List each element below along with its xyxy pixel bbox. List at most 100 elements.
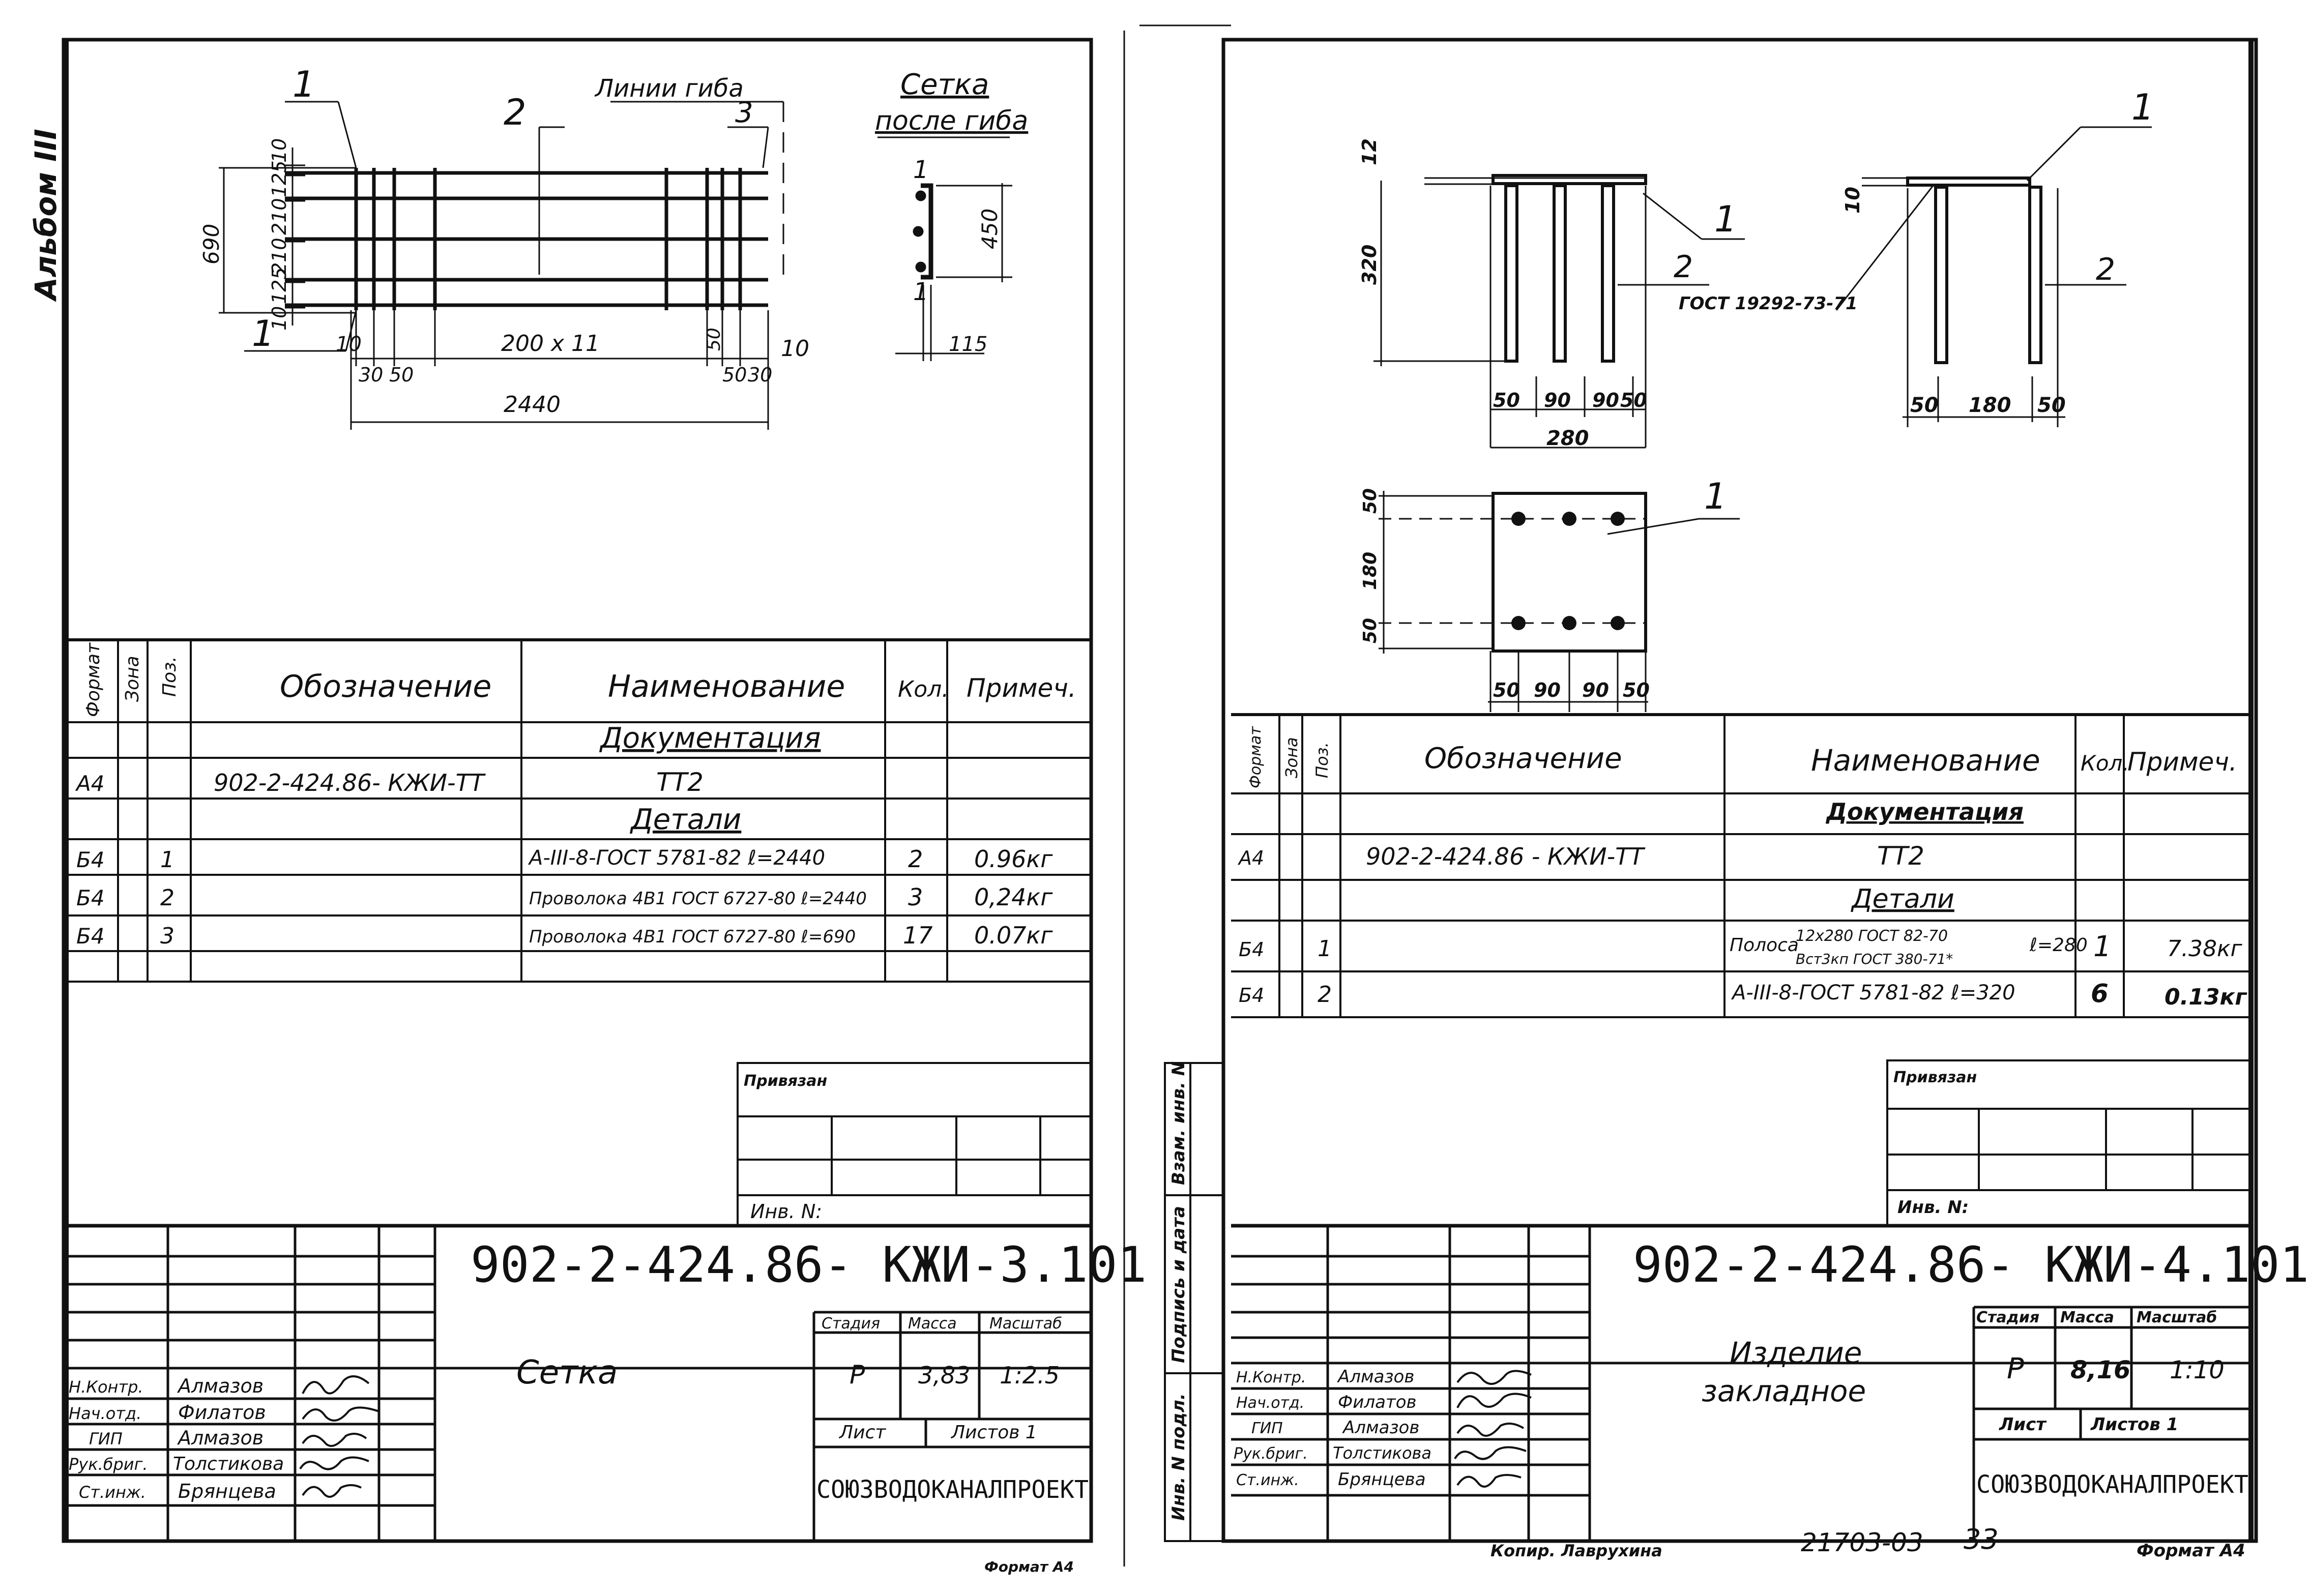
dim-v-10-top: 10 <box>268 138 290 163</box>
left-role-3: ГИП <box>89 1429 123 1449</box>
right-title-2: закладное <box>1702 1374 1866 1408</box>
right-label-1c: 1 <box>1704 476 1727 517</box>
left-privyazan: Привязан <box>744 1072 827 1090</box>
left-binding-grid <box>737 1062 1092 1227</box>
side-inv-podl: Инв. N подл. <box>1168 1393 1189 1521</box>
right-role-3: ГИП <box>1251 1420 1283 1437</box>
right-role-1: Н.Контр. <box>1236 1369 1306 1386</box>
side-signature-date: Подпись и дата <box>1168 1206 1189 1363</box>
bent-section <box>878 136 1012 361</box>
left-row2-format: Б4 <box>76 847 105 872</box>
dim-h-30-right: 30 <box>748 364 772 386</box>
right-section-docs: Документация <box>1825 798 2024 825</box>
left-spec-grid <box>66 638 1091 983</box>
dim-v-125-b: 125 <box>268 267 290 304</box>
right-name-2: Филатов <box>1338 1392 1417 1412</box>
right-doc-number: 21703-03 <box>1801 1528 1923 1557</box>
right-name-3: Алмазов <box>1342 1417 1419 1438</box>
right-title-1: Изделие <box>1730 1336 1862 1370</box>
dim-h-10-left: 10 <box>336 333 362 356</box>
left-title: Сетка <box>516 1354 618 1392</box>
right-sheets-label: Листов 1 <box>2090 1414 2178 1435</box>
dim-v-210-b: 210 <box>268 238 290 275</box>
left-stage: Р <box>850 1360 865 1390</box>
rdim-p50a: 50 <box>1360 488 1381 514</box>
side-stamp-grid <box>1164 1062 1224 1542</box>
signatures <box>299 1370 1532 1498</box>
right-stage-label: Стадия <box>1976 1309 2039 1326</box>
rdim-t12: 12 <box>1358 138 1381 165</box>
left-row1-format: А4 <box>75 771 104 796</box>
rdim-b90a: 90 <box>1544 389 1571 411</box>
right-mass-label: Масса <box>2060 1309 2114 1326</box>
left-row2-note: 0.96кг <box>974 845 1053 873</box>
right-row3-pos: 2 <box>1318 982 1332 1008</box>
left-sheets-label: Листов 1 <box>950 1422 1037 1443</box>
right-row1-designation: 902-2-424.86 - КЖИ-ТТ <box>1366 843 1646 870</box>
left-h-note: Примеч. <box>967 673 1076 703</box>
left-h-qty: Кол. <box>898 676 949 702</box>
right-inv: Инв. N: <box>1897 1197 1969 1218</box>
left-sheet-label: Лист <box>838 1422 886 1443</box>
left-h-format: Формат <box>83 642 104 717</box>
rdim-s50b: 50 <box>2037 394 2066 417</box>
left-row1-designation: 902-2-424.86- КЖИ-ТТ <box>214 769 486 796</box>
left-row3-name: Проволока 4В1 ГОСТ 6727-80 ℓ=2440 <box>529 889 867 909</box>
embedded-part-end-view <box>1835 126 2152 427</box>
right-h-qty: Кол. <box>2081 751 2129 776</box>
rdim-pb50b: 50 <box>1623 679 1650 701</box>
left-name-4: Толстикова <box>173 1454 284 1474</box>
right-h-designation: Обозначение <box>1424 742 1622 775</box>
rdim-h320: 320 <box>1358 245 1381 285</box>
mesh-drawing <box>285 168 768 310</box>
rdim-b90b: 90 <box>1592 389 1619 411</box>
right-row2-name-a: Полоса <box>1730 935 1799 956</box>
left-name-2: Филатов <box>178 1401 266 1424</box>
dim-h-50-right: 50 <box>722 364 747 386</box>
right-scale-label: Масштаб <box>2137 1309 2217 1326</box>
right-label-2b: 2 <box>2096 252 2115 287</box>
right-spec-grid <box>1231 713 2251 1018</box>
right-code: 902-2-424.86- КЖИ-4.101 <box>1633 1236 2309 1293</box>
right-h-format: Формат <box>1247 726 1265 788</box>
right-name-4: Толстикова <box>1333 1443 1431 1463</box>
left-row3-note: 0,24кг <box>974 883 1053 911</box>
right-row2-qty: 1 <box>2093 930 2112 963</box>
right-h-name: Наименование <box>1811 743 2040 778</box>
left-scale-label: Масштаб <box>989 1315 1062 1333</box>
dim-v-210-a: 210 <box>268 198 290 235</box>
right-row2-format: Б4 <box>1239 938 1264 961</box>
left-row4-note: 0.07кг <box>974 922 1053 949</box>
left-name-3: Алмазов <box>177 1427 264 1449</box>
right-h-note: Примеч. <box>2127 747 2237 777</box>
dim-h-50-left: 50 <box>389 364 414 386</box>
left-h-zone: Зона <box>122 656 143 702</box>
left-stage-label: Стадия <box>822 1315 880 1333</box>
right-h-pos: Поз. <box>1312 742 1332 778</box>
left-role-2: Нач.отд. <box>69 1404 141 1423</box>
right-gost: ГОСТ 19292-73-71 <box>1679 293 1858 314</box>
left-row4-pos: 3 <box>160 923 174 949</box>
rdim-pb90b: 90 <box>1582 679 1609 701</box>
bend-lines-label: Линии гиба <box>594 74 744 103</box>
plan-anchor-bolts <box>1511 512 1625 630</box>
leader-3: 3 <box>735 96 753 129</box>
left-scale: 1:2.5 <box>1000 1362 1060 1389</box>
right-org: СОЮЗВОДОКАНАЛПРОЕКТ <box>1976 1470 2248 1499</box>
right-row1-name: ТТ2 <box>1877 841 1924 871</box>
embedded-part-side-view <box>1373 174 1745 449</box>
dim-h-30-left: 30 <box>359 364 383 386</box>
leader-2: 2 <box>504 92 527 133</box>
dim-v-125-a: 125 <box>268 160 290 197</box>
left-title-block <box>66 1224 1091 1540</box>
right-row2-note: 7.38кг <box>2167 936 2243 962</box>
right-row3-name: A-III-8-ГОСТ 5781-82 ℓ=320 <box>1731 981 2015 1004</box>
left-row3-format: Б4 <box>76 885 105 910</box>
left-row3-qty: 3 <box>908 883 923 911</box>
sec-label-1b: 1 <box>913 278 929 306</box>
left-row2-name: A-III-8-ГОСТ 5781-82 ℓ=2440 <box>528 846 825 870</box>
left-h-designation: Обозначение <box>280 669 491 704</box>
right-role-4: Рук.бриг. <box>1234 1445 1308 1463</box>
dim-h-50-right-up: 50 <box>704 328 724 351</box>
